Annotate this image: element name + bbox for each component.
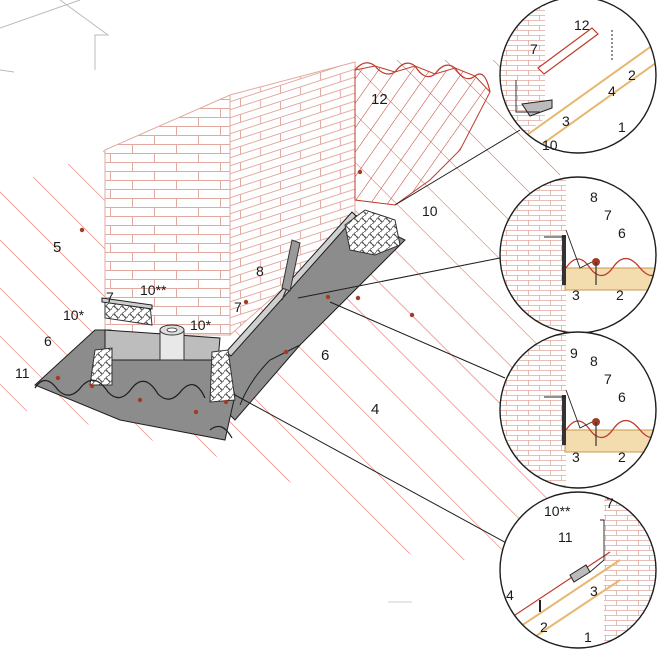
d2-label-2: 2 — [616, 287, 624, 303]
d3-label-8: 8 — [590, 353, 598, 369]
d1-label-7: 7 — [530, 41, 538, 57]
detail4-labels: 10** 7 11 4 3 2 1 — [506, 495, 614, 645]
d4-label-2: 2 — [540, 619, 548, 635]
detail3-labels: 9 8 7 6 3 2 — [570, 345, 626, 465]
d1-label-10: 10 — [542, 137, 558, 153]
label-8-main: 8 — [256, 263, 264, 279]
label-7-main: 7 — [234, 299, 242, 315]
d1-label-2: 2 — [628, 67, 636, 83]
main-labels: 12 10 5 8 7 10** 7 10* 10* 6 11 6 4 — [15, 91, 438, 418]
d3-label-9: 9 — [570, 345, 578, 361]
label-11-main: 11 — [15, 365, 30, 381]
front-wave-edge — [34, 379, 206, 400]
d2-label-6: 6 — [618, 225, 626, 241]
flashing-bar-front — [101, 297, 153, 310]
sealant-tube — [281, 239, 301, 301]
d1-label-3: 3 — [562, 113, 570, 129]
label-10ss-main: 10** — [140, 282, 167, 298]
d4-label-4: 4 — [506, 587, 514, 603]
net-patch-top — [344, 209, 401, 256]
label-6-right: 6 — [321, 347, 329, 364]
d3-label-6: 6 — [618, 389, 626, 405]
d4-label-3: 3 — [590, 583, 598, 599]
d1-label-4: 4 — [608, 83, 616, 99]
tape-roll — [159, 324, 185, 361]
d2-label-3: 3 — [572, 287, 580, 303]
d4-label-1: 1 — [584, 629, 592, 645]
d1-label-12: 12 — [574, 17, 590, 33]
leader-lines — [234, 129, 521, 546]
main-illustration — [0, 0, 560, 603]
detail-circle-1 — [499, 0, 657, 154]
d3-label-2: 2 — [618, 449, 626, 465]
d1-label-1: 1 — [618, 119, 626, 135]
d4-label-7: 7 — [606, 495, 614, 511]
detail1-labels: 12 7 2 4 3 1 10 — [530, 17, 636, 153]
detail2-labels: 8 7 6 3 2 — [572, 189, 626, 303]
d3-label-3: 3 — [572, 449, 580, 465]
label-4-main: 4 — [371, 401, 379, 418]
d4-label-10ss: 10** — [544, 503, 571, 519]
net-patch-corner — [209, 349, 236, 403]
house-outline — [0, 0, 110, 70]
d2-label-8: 8 — [590, 189, 598, 205]
label-10s-mid: 10* — [190, 317, 212, 333]
d2-label-7: 7 — [604, 207, 612, 223]
label-10-top: 10 — [422, 203, 438, 219]
net-patch-left — [89, 347, 113, 386]
label-12-main: 12 — [371, 91, 388, 108]
label-6-left: 6 — [44, 333, 52, 349]
fastener-dots — [55, 169, 415, 415]
detail-circle-4 — [499, 491, 657, 649]
d4-label-11: 11 — [558, 529, 573, 545]
label-5: 5 — [53, 239, 61, 256]
label-10s-left: 10* — [63, 307, 85, 323]
label-7-left: 7 — [106, 289, 114, 305]
brick-wall-front — [104, 94, 231, 336]
d3-label-7: 7 — [604, 371, 612, 387]
